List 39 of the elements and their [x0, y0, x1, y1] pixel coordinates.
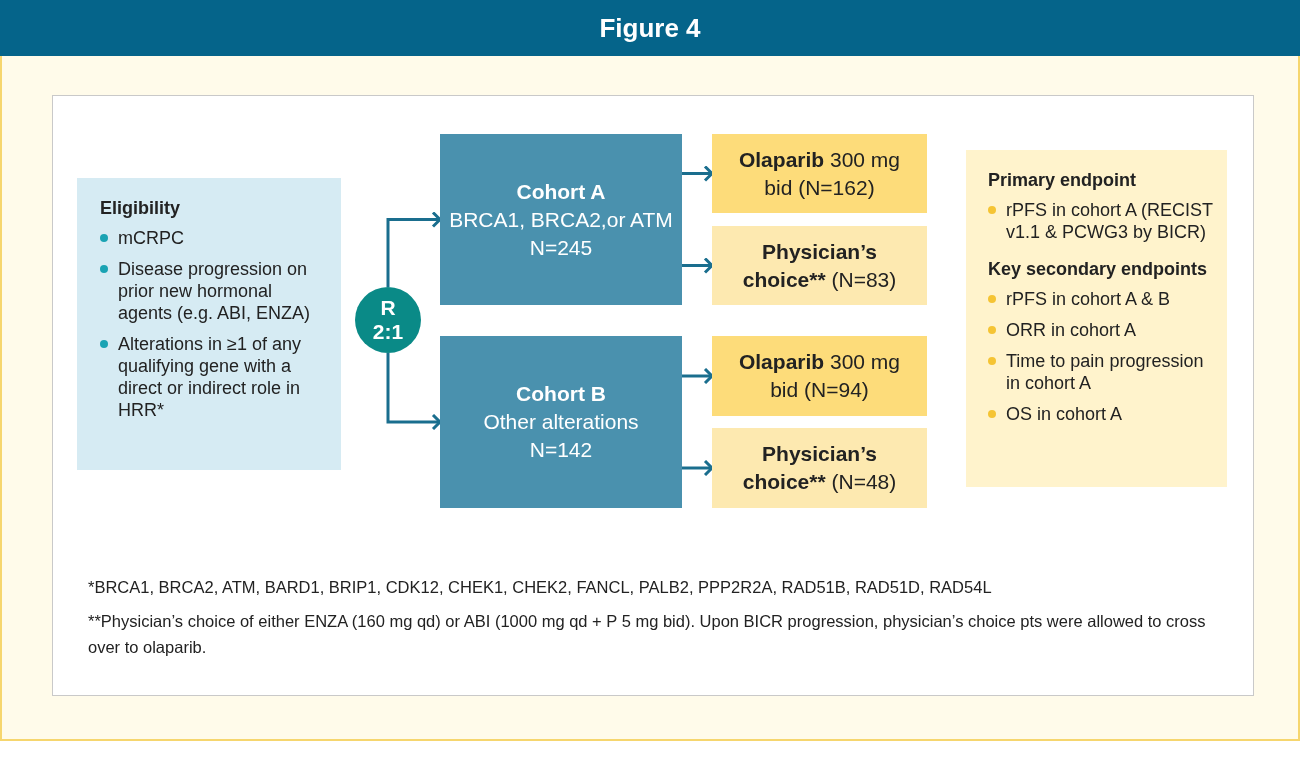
- cohort-title: Cohort A: [515, 178, 607, 205]
- cohort-description: BRCA1, BRCA2,or ATM: [448, 206, 674, 233]
- bullet-item: Time to pain progression in cohort A: [988, 350, 1215, 394]
- arrow: [682, 165, 714, 182]
- arrow: [682, 367, 714, 385]
- cohort-box: [440, 336, 682, 508]
- bullet-item: Alterations in ≥1 of any qualifying gene with a direct or indirect role in HRR*: [100, 333, 325, 421]
- treatment-label: Physician’s choice** (N=48): [741, 441, 898, 495]
- section-heading: Eligibility: [100, 198, 181, 219]
- bullet-item: OS in cohort A: [988, 403, 1215, 425]
- randomization-ratio: R 2:1: [371, 296, 405, 344]
- treatment-box: [712, 336, 927, 416]
- footnote: *BRCA1, BRCA2, ATM, BARD1, BRIP1, CDK12, CHEK1, CHEK2, FANCL, PALB2, PPP2R2A, RAD51B, RAD51D, RAD54L: [88, 577, 993, 598]
- cohort-title: Cohort B: [515, 381, 607, 407]
- treatment-box: [712, 134, 927, 213]
- endpoints-box: [966, 150, 1227, 487]
- sample-size: N=142: [528, 437, 594, 463]
- treatment-label: Olaparib 300 mg bid (N=162): [737, 146, 902, 201]
- arrow: [682, 459, 714, 477]
- arrow: [682, 257, 714, 274]
- treatment-label: Olaparib 300 mg bid (N=94): [737, 349, 902, 403]
- bullet-item: rPFS in cohort A & B: [988, 288, 1215, 310]
- arrow: [386, 211, 442, 287]
- bullet-item: mCRPC: [100, 227, 325, 249]
- cohort-description: Other alterations: [482, 409, 640, 435]
- cohort-box: [440, 134, 682, 305]
- section-heading: Key secondary endpoints: [988, 259, 1209, 280]
- bullet-item: rPFS in cohort A (RECIST v1.1 & PCWG3 by BICR): [988, 199, 1215, 243]
- treatment-box: [712, 428, 927, 508]
- treatment-label: Physician’s choice** (N=83): [741, 238, 898, 293]
- treatment-box: [712, 226, 927, 305]
- section-heading: Primary endpoint: [988, 170, 1138, 191]
- bullet-item: Disease progression on prior new hormonal agents (e.g. ABI, ENZA): [100, 258, 325, 324]
- footnote: **Physician’s choice of either ENZA (160 mg qd) or ABI (1000 mg qd + P 5 mg bid). Upon BICR progression, physician’s choice pts were allowed to cross over to olaparib.: [88, 611, 1207, 658]
- sample-size: N=245: [528, 234, 594, 261]
- bullet-item: ORR in cohort A: [988, 319, 1215, 341]
- figure-title: Figure 4: [599, 12, 701, 44]
- arrow: [386, 353, 442, 431]
- eligibility-box: [77, 178, 341, 470]
